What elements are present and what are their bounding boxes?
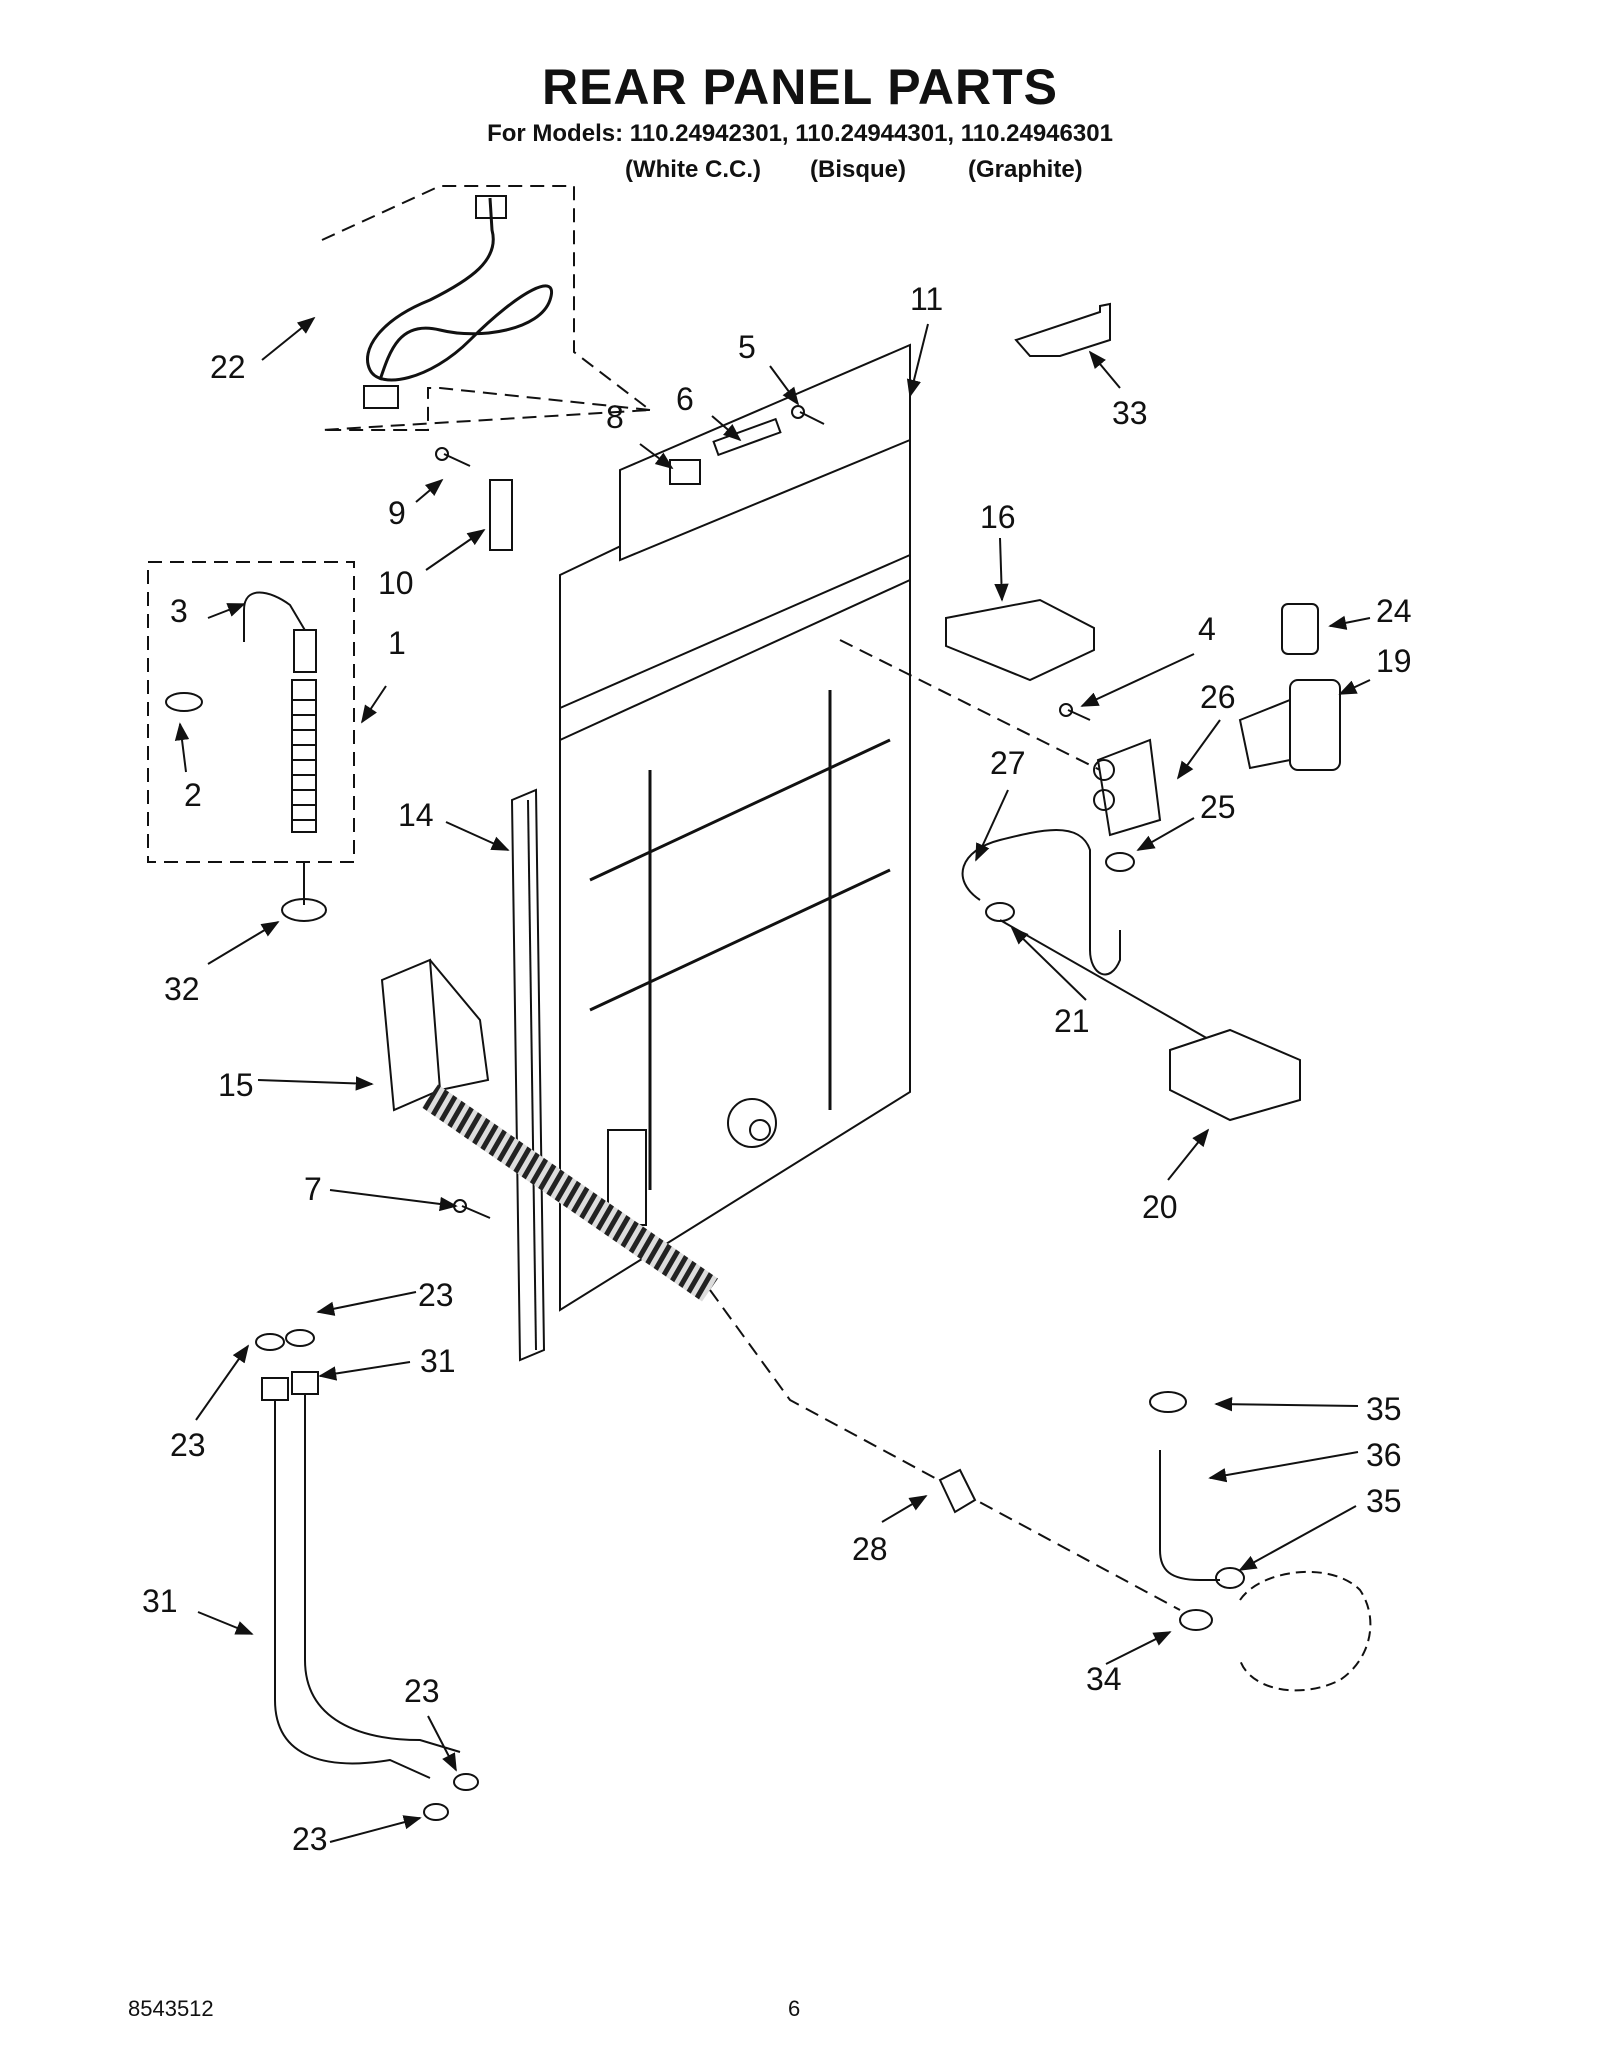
washer-23b <box>285 1329 315 1347</box>
fill-hose <box>952 820 1130 985</box>
callout-16: 16 <box>980 499 1016 535</box>
power-cord-plug <box>475 195 507 219</box>
inlet-hose-fitting-hot <box>261 1377 289 1401</box>
power-cord-group-outline <box>321 185 651 431</box>
hose-clamp-35a <box>1149 1391 1187 1413</box>
capacitor <box>1281 603 1319 655</box>
callout-10: 10 <box>378 565 414 601</box>
hose-clamp-35b <box>1215 1567 1245 1589</box>
callout-31-top: 31 <box>420 1343 456 1379</box>
valve-bracket <box>945 598 1095 682</box>
callout-3: 3 <box>170 593 188 629</box>
callout-5: 5 <box>738 329 756 365</box>
hose-clamp-34 <box>1179 1609 1213 1631</box>
variant-white: (White C.C.) <box>625 156 761 183</box>
dispenser-tray <box>1169 1028 1301 1122</box>
pump-body <box>1289 679 1341 771</box>
variant-bisque: (Bisque) <box>810 156 906 183</box>
callout-14: 14 <box>398 797 434 833</box>
callout-23-bottom: 23 <box>292 1821 328 1857</box>
power-cord-connector <box>363 385 399 409</box>
callout-28: 28 <box>852 1531 888 1567</box>
wiring-bracket <box>1014 302 1111 357</box>
variant-graphite: (Graphite) <box>968 156 1083 183</box>
callout-19: 19 <box>1376 643 1412 679</box>
panel-cross-brace <box>589 690 891 1190</box>
callout-15: 15 <box>218 1067 254 1103</box>
callout-8: 8 <box>606 399 624 435</box>
callout-23-top-right: 23 <box>418 1277 454 1313</box>
pump-outline-dashed <box>1239 1570 1372 1692</box>
callout-24: 24 <box>1376 593 1412 629</box>
page-title: REAR PANEL PARTS <box>541 59 1059 115</box>
hose-clamp-21 <box>985 902 1015 922</box>
callout-22: 22 <box>210 349 246 385</box>
washer-23d <box>423 1803 449 1821</box>
power-cord <box>366 197 553 382</box>
bracket-6 <box>712 417 782 457</box>
hose-clamp-2 <box>165 692 203 712</box>
drain-hose-bracket <box>380 958 442 1112</box>
callout-1: 1 <box>388 625 406 661</box>
callout-26: 26 <box>1200 679 1236 715</box>
bracket-10 <box>489 479 513 551</box>
hose-clamp-32 <box>281 898 327 922</box>
bracket-8 <box>669 459 701 485</box>
side-trim <box>510 788 546 1362</box>
callout-35-bottom: 35 <box>1366 1483 1402 1519</box>
callout-21: 21 <box>1054 1003 1090 1039</box>
document-number: 8543512 <box>128 1996 214 2021</box>
callout-23-top-left: 23 <box>170 1427 206 1463</box>
callout-32: 32 <box>164 971 200 1007</box>
drain-hose-long <box>422 1084 718 1302</box>
callout-34: 34 <box>1086 1661 1122 1697</box>
drain-hose-corrugated <box>291 679 317 833</box>
callout-2: 2 <box>184 777 202 813</box>
washer-23a <box>255 1333 285 1351</box>
inlet-hose-fitting-cold <box>291 1371 319 1395</box>
callout-6: 6 <box>676 381 694 417</box>
callout-31-bottom: 31 <box>142 1583 178 1619</box>
callout-9: 9 <box>388 495 406 531</box>
washer-23c <box>453 1773 479 1791</box>
callout-36: 36 <box>1366 1437 1402 1473</box>
callout-23-mid: 23 <box>404 1673 440 1709</box>
hose-clamp-28 <box>938 1468 977 1514</box>
page-number: 6 <box>788 1996 801 2021</box>
callout-27: 27 <box>990 745 1026 781</box>
callout-35-top: 35 <box>1366 1391 1402 1427</box>
callout-4: 4 <box>1198 611 1216 647</box>
water-inlet-valve <box>1096 738 1162 837</box>
callout-33: 33 <box>1112 395 1148 431</box>
hose-clamp-25 <box>1105 852 1135 872</box>
drain-hose-kit-outline <box>147 561 355 863</box>
model-list: For Models: 110.24942301, 110.24944301, … <box>487 120 1113 147</box>
callout-20: 20 <box>1142 1189 1178 1225</box>
drain-hose-coupling <box>293 629 317 673</box>
drain-elbow-hose <box>1147 1450 1220 1593</box>
callout-11: 11 <box>910 281 943 317</box>
callout-25: 25 <box>1200 789 1236 825</box>
callout-7: 7 <box>304 1171 322 1207</box>
